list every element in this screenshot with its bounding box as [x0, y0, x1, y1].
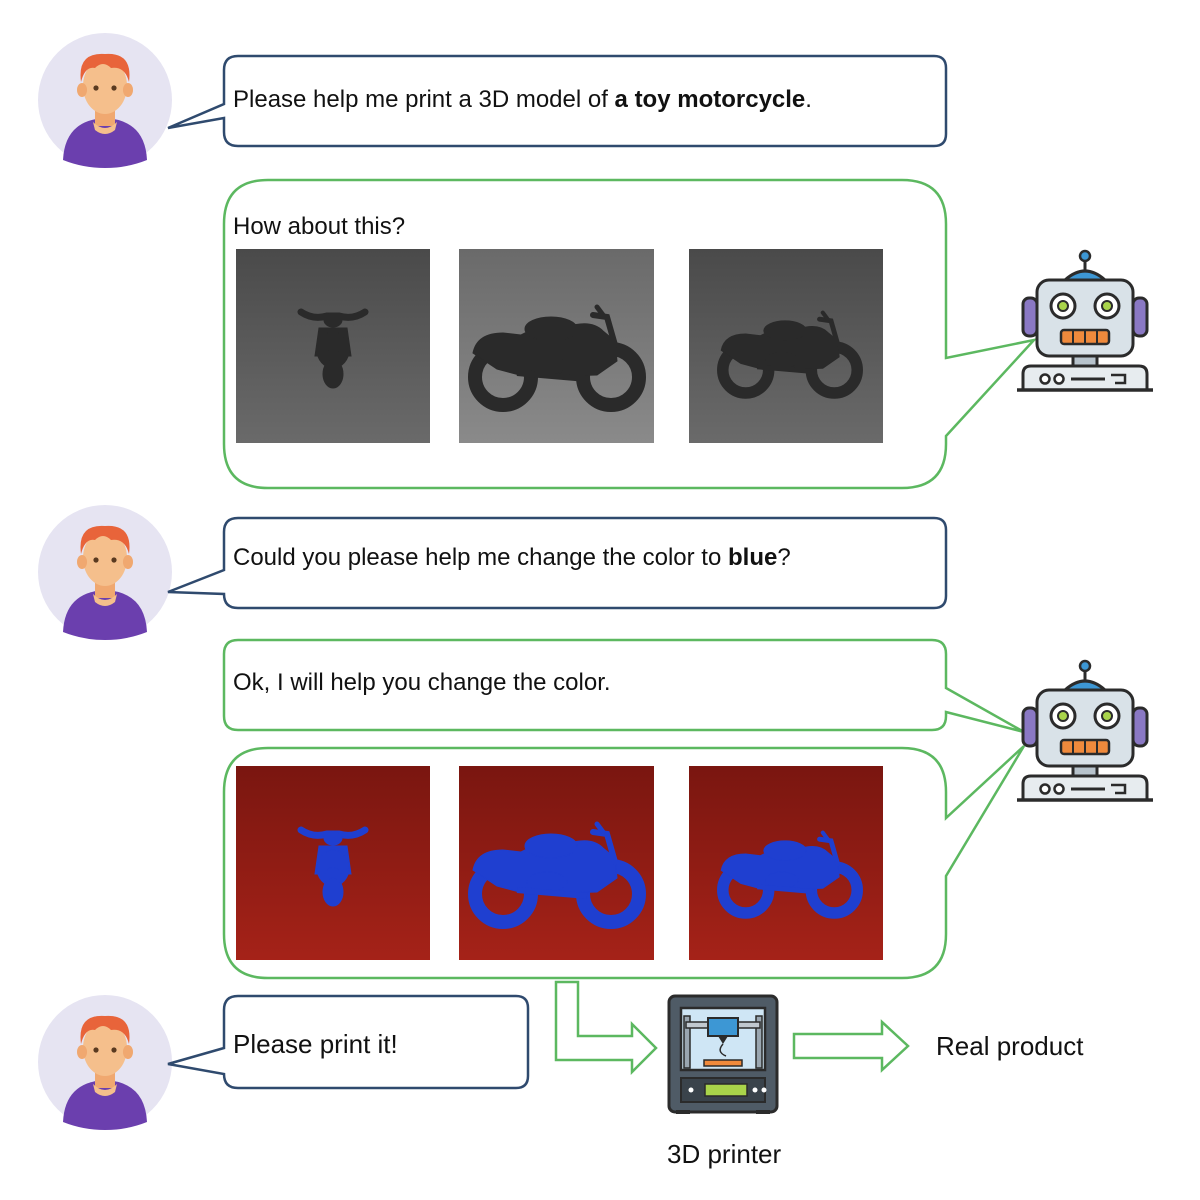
user-avatar-icon	[38, 995, 172, 1130]
user-bubble-1	[167, 54, 948, 148]
user-avatar-icon	[38, 33, 172, 168]
3d-printer-icon	[667, 994, 779, 1114]
user-message-3: Please print it!	[233, 1029, 398, 1059]
bot-message-2: Ok, I will help you change the color.	[233, 669, 611, 696]
user-message-1-text: Please help me print a 3D model of	[233, 86, 615, 113]
printer-label: 3D printer	[667, 1139, 782, 1169]
bot-message-1: How about this?	[233, 213, 406, 240]
arrow-to-printer	[554, 980, 658, 1076]
user-message-1: Please help me print a 3D model of a toy…	[233, 88, 812, 112]
user-bubble-2	[167, 516, 948, 610]
user-message-2-text: Could you please help me change the colo…	[233, 544, 728, 571]
user-message-1-end: .	[805, 86, 812, 113]
user-message-2-end: ?	[777, 544, 791, 571]
bot-bubble-2	[222, 638, 1025, 734]
robot-icon	[1015, 659, 1155, 802]
arrow-to-product	[792, 1019, 910, 1073]
robot-icon	[1015, 249, 1155, 392]
user-avatar-icon	[38, 505, 172, 640]
user-message-2-bold: blue	[728, 544, 778, 571]
user-bubble-3	[167, 994, 530, 1090]
real-product-label: Real product	[936, 1031, 1084, 1061]
user-message-1-bold: a toy motorcycle	[614, 86, 806, 113]
user-message-2: Could you please help me change the colo…	[233, 546, 791, 570]
